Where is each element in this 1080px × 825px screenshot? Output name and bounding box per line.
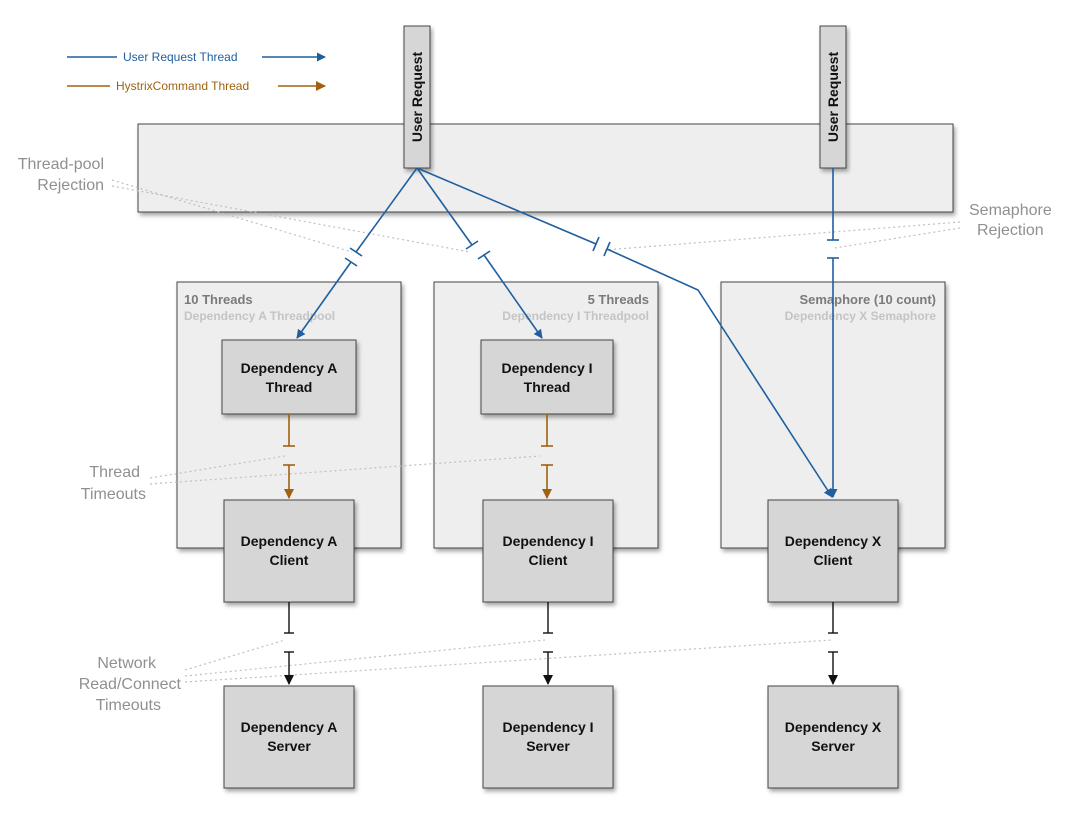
network-timeouts-line1: Network [97, 655, 157, 672]
user-request-flows [296, 167, 839, 498]
user-request-bar-2-label: User Request [825, 52, 841, 143]
flow-to-a-cap-1 [349, 247, 363, 257]
semaphore-rejection-line2: Rejection [977, 222, 1044, 239]
dependency-a-thread-line2: Thread [266, 379, 313, 395]
user-request-bar-2 [819, 25, 847, 169]
dependency-i-client-line1: Dependency I [502, 533, 593, 549]
semaphore-rejection-line1: Semaphore [969, 202, 1052, 219]
dependency-i-thread-line2: Thread [524, 379, 571, 395]
flow-to-x-cap-1 [592, 236, 600, 252]
pool-i-subtitle: Dependency I Threadpool [502, 309, 649, 323]
semaphore-rejection-leader-1 [604, 221, 961, 251]
flow-to-a-segment-1 [355, 167, 418, 253]
threadpool-rejection-line2: Rejection [37, 177, 104, 194]
dependency-a-thread-line1: Dependency A [241, 360, 338, 376]
flow-to-i-segment-2 [483, 254, 543, 339]
dependency-i-server-box [482, 685, 614, 789]
network-timeouts-line2: Read/Connect [79, 676, 182, 693]
threadpool-rejection-leader-i [111, 185, 471, 253]
thread-timeouts-leader-i [149, 455, 541, 485]
dependency-i-client-box [482, 499, 614, 603]
flow-to-x-segment-1 [416, 167, 597, 245]
dependency-a-server-line1: Dependency A [241, 719, 338, 735]
pool-a-subtitle: Dependency A Threadpool [184, 309, 335, 323]
flow-to-i-cap-1 [465, 240, 479, 250]
dependency-a-server-box [223, 685, 355, 789]
legend-user-request-thread: User Request Thread [123, 50, 238, 64]
dependency-a-client-box [223, 499, 355, 603]
dependency-a-client-line1: Dependency A [241, 533, 338, 549]
dependency-i-thread-line1: Dependency I [501, 360, 592, 376]
semaphore-rejection-leader-2 [834, 227, 961, 249]
legend: User Request Thread HystrixCommand Threa… [67, 50, 326, 93]
dependency-a-server-line2: Server [267, 738, 311, 754]
thread-timeouts-line1: Thread [89, 464, 140, 481]
pool-x-subtitle: Dependency X Semaphore [785, 309, 937, 323]
dependency-i-server-line2: Server [526, 738, 570, 754]
annotation-leaders [111, 179, 961, 683]
legend-hystrix-command-thread: HystrixCommand Thread [116, 79, 249, 93]
pool-a-title: 10 Threads [184, 292, 253, 307]
dependency-x-server-line2: Server [811, 738, 855, 754]
dependency-x-client-box [767, 499, 899, 603]
dependency-a-thread-box [221, 339, 357, 415]
pool-i-title: 5 Threads [588, 292, 649, 307]
thread-timeouts-line2: Timeouts [81, 486, 146, 503]
network-timeouts-line3: Timeouts [96, 697, 161, 714]
dependency-x-server-box [767, 685, 899, 789]
dependency-x-server-line1: Dependency X [785, 719, 882, 735]
threadpool-rejection-leader-a [111, 179, 353, 253]
flow-to-i-segment-1 [416, 167, 473, 246]
network-timeouts-leader-a [184, 639, 286, 671]
dependency-a-client-line2: Client [270, 552, 309, 568]
dependency-i-client-line2: Client [529, 552, 568, 568]
pool-x-title: Semaphore (10 count) [799, 292, 936, 307]
request-container [137, 123, 954, 213]
network-timeouts-leader-i [184, 639, 546, 677]
user-request-bar-1-label: User Request [409, 52, 425, 143]
user-request-bar-1 [403, 25, 431, 169]
hystrix-thread-flows [283, 414, 553, 499]
dependency-x-client-line2: Client [814, 552, 853, 568]
flow-to-a-segment-2 [296, 261, 352, 339]
flow-to-x-segment-2 [606, 248, 833, 498]
dependency-i-server-line1: Dependency I [502, 719, 593, 735]
network-timeouts-leader-x [184, 639, 833, 683]
dependency-x-client-line1: Dependency X [785, 533, 882, 549]
threadpool-rejection-line1: Thread-pool [18, 156, 104, 173]
network-flows [284, 602, 838, 685]
dependency-i-thread-box [480, 339, 614, 415]
